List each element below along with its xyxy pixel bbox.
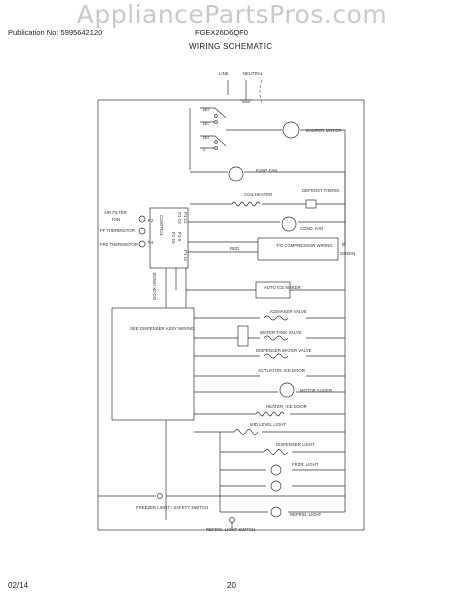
- valve-wires: [194, 317, 345, 357]
- relay-switch: [214, 107, 227, 147]
- water-tank-valve-label: WATER TANK VALVE: [260, 330, 302, 335]
- line-label: LINE: [219, 71, 229, 76]
- damper-motor-label: DAMPER MOTOR: [306, 128, 342, 133]
- cond-fan-icon: [281, 216, 297, 232]
- watermark: AppliancePartsPros.com: [76, 0, 388, 29]
- valve-coils: [263, 315, 289, 359]
- refrig-switch-icon: [229, 517, 235, 523]
- valve-connector: [237, 325, 249, 347]
- compressor-label: T/O COMPRESSOR WIRING: [276, 243, 333, 248]
- ff-thermistor-icon: [138, 227, 146, 235]
- dispenser-light-label: DISPENSER LIGHT: [276, 442, 315, 447]
- icemaker-valve-label: ICEMAKER VALVE: [270, 309, 307, 314]
- heater-door-icon: [255, 411, 285, 417]
- motor-auger-icon: [279, 382, 295, 398]
- control-label: CONTROL: [159, 215, 164, 237]
- door-hinge-label: DOOR HINGE: [152, 272, 157, 300]
- evap-fan-icon: [228, 166, 244, 182]
- refrig-light-icon: [270, 506, 282, 518]
- frz-thermistor-icon: [138, 240, 146, 248]
- compressor-wires: [188, 241, 258, 253]
- coil-heater-icon: [231, 201, 261, 207]
- plug-p1-13: P1-13: [177, 212, 182, 224]
- plug-p1-12: P1-12: [183, 212, 188, 224]
- defrost-therm-icon: [305, 199, 317, 209]
- freezer-switch-label: FREEZER LIGHT / SAFETY SWITCH: [136, 505, 208, 510]
- ice-maker-label: AUTO ICE MAKER: [264, 285, 301, 290]
- freezer-switch-icon: [157, 493, 163, 499]
- defrost-therm-label: DEFROST THERM.: [302, 188, 340, 193]
- frz-thermistor-label: FRZ THERMISTOR: [100, 242, 138, 247]
- plug-p1-9: P1-9: [177, 232, 182, 242]
- dispenser-water-valve-label: DISPENSER WATER VALVE: [256, 348, 312, 353]
- fan-label: FAN: [112, 217, 120, 222]
- control-board: [149, 207, 189, 269]
- ff-thermistor-label: FF THERMISTOR: [100, 228, 135, 233]
- cond-fan-label: COND. FAN: [300, 226, 323, 231]
- neutral-label: NEUTRAL: [243, 71, 264, 76]
- contact-nc: NC: [203, 121, 209, 126]
- mid-level-light-label: MID LEVEL LIGHT: [250, 422, 287, 427]
- neutral-lead: [259, 79, 263, 105]
- motor-auger-label: MOTOR AUGER: [300, 388, 332, 393]
- wire-b-label: B: [342, 242, 345, 247]
- wire-green-label: GREEN: [340, 251, 355, 256]
- coil-heater-label: COIL HEATER: [244, 192, 272, 197]
- model-number: FGEX26D6QF0: [195, 28, 248, 37]
- compressor-box: [257, 237, 339, 261]
- light-wires: [194, 431, 345, 487]
- actuator-wires: [194, 375, 345, 393]
- actuator-label: ACTUATOR, ICE DOOR: [258, 368, 305, 373]
- frzr-light-icon: [270, 464, 282, 476]
- ground-symbol: [227, 80, 252, 103]
- damper-motor-icon: [282, 121, 300, 139]
- dispenser-assy-box: [111, 307, 195, 421]
- dispenser-light-icon: [263, 449, 289, 455]
- heater-door-label: HEATER, ICE DOOR: [266, 404, 307, 409]
- footer-page: 20: [227, 581, 236, 590]
- footer-date: 02/14: [8, 581, 29, 590]
- damper-wire: [226, 129, 346, 170]
- wire-red-label: RED: [230, 246, 239, 251]
- refrig-light-label: REFRIG. LIGHT: [290, 512, 322, 517]
- contact-no-1: NO: [203, 107, 210, 112]
- diagram-border: [97, 99, 365, 531]
- extra-light-icon: [270, 480, 282, 492]
- plug-p1-10: P1-10: [171, 232, 176, 244]
- relay-leads: [189, 107, 215, 170]
- contact-no-2: NO: [203, 135, 210, 140]
- plug-p2: P2: [148, 218, 154, 223]
- refrig-switch-label: REFRIG. LIGHT SWITCH: [206, 527, 255, 532]
- publication-number: Publication No: 5995642120: [8, 28, 103, 37]
- air-filter-fan-icon: [138, 215, 146, 223]
- frzr-light-label: FRZR. LIGHT: [292, 462, 319, 467]
- evap-wire: [190, 171, 346, 244]
- air-filter-label: AIR FILTER: [104, 210, 127, 215]
- plug-p4: P4: [148, 240, 154, 245]
- dispenser-assy-label: SEE DISPENSER ASSY WIRING: [130, 326, 195, 331]
- refrig-light-wire: [220, 511, 345, 530]
- page-title: WIRING SCHEMATIC: [189, 42, 273, 51]
- plug-p1-11: P1-11: [183, 250, 188, 262]
- evap-fan-label: EVAP. FAN: [256, 168, 277, 173]
- mid-level-light-icon: [233, 429, 259, 435]
- contact-c: C: [203, 147, 206, 152]
